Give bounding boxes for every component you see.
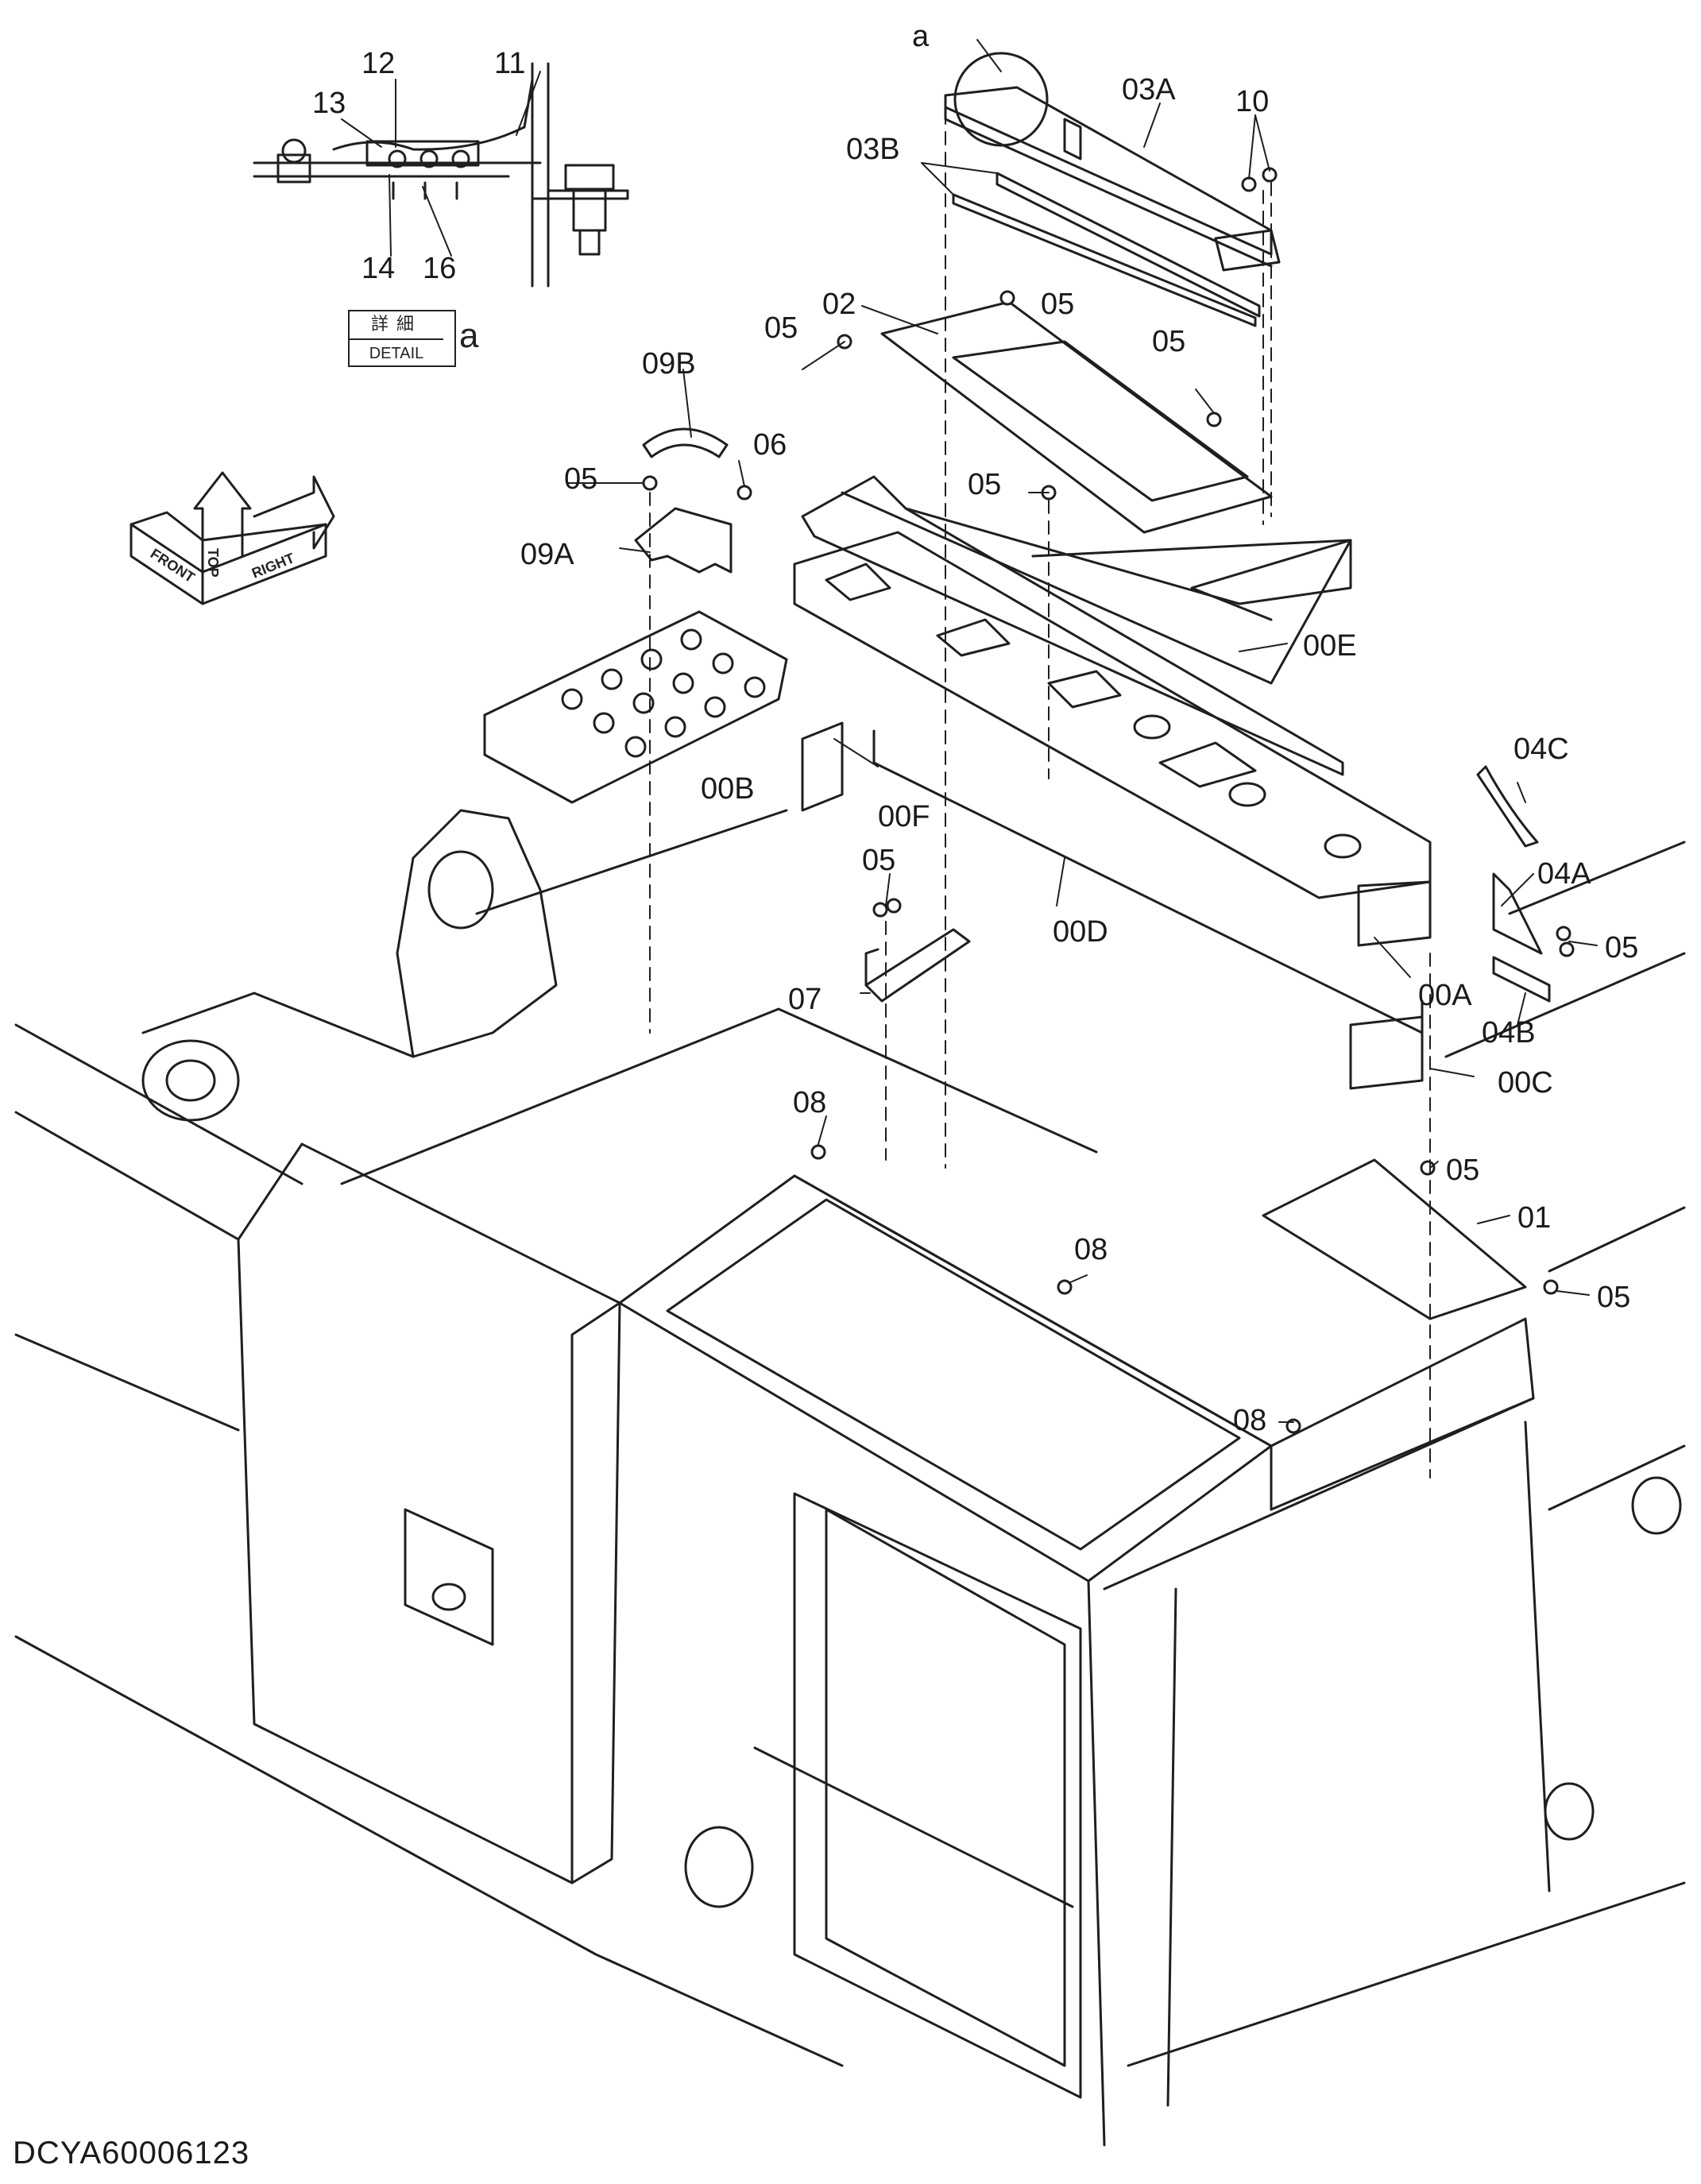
callout-05-b: 05 [764, 311, 798, 345]
callout-05-d: 05 [968, 468, 1001, 501]
part-01-cover [1262, 1158, 1527, 1320]
callout-04C: 04C [1514, 733, 1569, 766]
callout-01: 01 [1517, 1201, 1551, 1235]
callout-04A: 04A [1537, 857, 1591, 891]
assembly-leader-lines [649, 110, 1431, 1479]
part-03A-cover [944, 52, 1281, 272]
callout-09B: 09B [642, 347, 696, 381]
boom-foot-bracket [141, 809, 558, 1122]
part-00A-frame [793, 531, 1432, 1090]
detail-a-inset [253, 62, 629, 288]
callout-05-c: 05 [1152, 325, 1185, 358]
upper-frame-rails [14, 809, 1686, 2067]
document-id: DCYA60006123 [13, 2136, 250, 2170]
callout-00D: 00D [1053, 915, 1108, 949]
detail-label-en: DETAIL [369, 345, 424, 362]
callout-08-b: 08 [1074, 1233, 1108, 1266]
callout-10: 10 [1235, 85, 1269, 118]
side-door-panel [237, 1142, 621, 1884]
callout-07: 07 [788, 983, 822, 1016]
callout-00C: 00C [1498, 1066, 1553, 1100]
cooler-package [618, 1174, 1551, 2147]
callout-16: 16 [423, 252, 456, 285]
callout-03B: 03B [846, 133, 900, 166]
bolt-markers [642, 167, 1575, 1434]
part-00E-duct [801, 475, 1352, 776]
callout-11: 11 [494, 47, 525, 80]
callout-08-a: 08 [793, 1086, 826, 1119]
callout-05-e: 05 [564, 462, 597, 496]
callout-05-g: 05 [1605, 931, 1638, 964]
callout-03A: 03A [1122, 73, 1176, 106]
checker-plate-step [483, 610, 788, 804]
callout-06: 06 [753, 428, 787, 462]
callout-05-h: 05 [1446, 1154, 1479, 1187]
callout-a: a [912, 20, 930, 53]
part-07-bracket [864, 928, 971, 1003]
callout-02: 02 [822, 288, 856, 321]
callout-00B: 00B [701, 772, 755, 806]
callout-12: 12 [361, 47, 395, 80]
callout-05-i: 05 [1597, 1281, 1630, 1314]
detail-letter: a [459, 316, 479, 355]
callout-labels: 12 11 13 14 16 a 03A 10 03B 02 05 05 05 … [312, 20, 1638, 1437]
callout-05-a: 05 [1041, 288, 1074, 321]
callout-00E: 00E [1303, 629, 1357, 663]
detail-label-jp: 詳細 [350, 311, 443, 340]
callout-08-c: 08 [1233, 1404, 1266, 1437]
direction-top: TOP [205, 548, 221, 578]
detail-label-box: 詳細 DETAIL [348, 310, 456, 367]
callout-04B: 04B [1482, 1016, 1536, 1049]
part-04-side-pieces [1476, 765, 1551, 1003]
right-frame-hole [1544, 1476, 1682, 1841]
callout-00A: 00A [1418, 979, 1472, 1012]
callout-09A: 09A [520, 538, 574, 571]
callout-14: 14 [361, 252, 395, 285]
direction-indicator [130, 471, 335, 605]
callout-leaders [341, 39, 1598, 1423]
callout-00F: 00F [878, 800, 930, 833]
part-09-guard [634, 427, 733, 574]
part-03B-seal-strips [952, 172, 1261, 327]
callout-13: 13 [312, 87, 346, 120]
callout-05-f: 05 [862, 844, 895, 877]
